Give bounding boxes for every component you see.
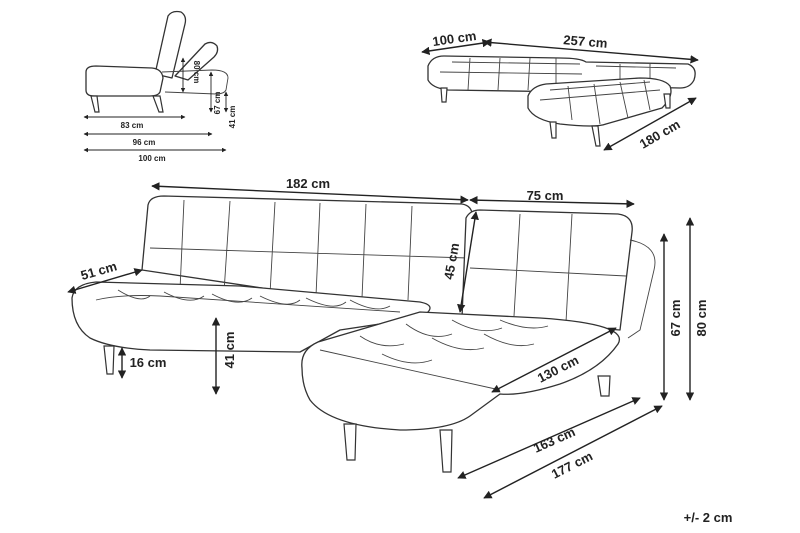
side-view-sofa-drawing xyxy=(85,10,229,113)
main-75-line xyxy=(469,195,635,209)
side-83-label: 83 cm xyxy=(121,121,144,130)
main-75-label: 75 cm xyxy=(527,188,564,203)
side-41-label: 41 cm xyxy=(228,106,237,129)
top-180-line xyxy=(603,97,697,151)
tolerance-note: +/- 2 cm xyxy=(684,510,733,525)
side-100-label: 100 cm xyxy=(138,154,165,163)
main-177-line xyxy=(483,405,663,499)
main-182-label: 182 cm xyxy=(286,176,330,191)
side-80-label: 80 cm xyxy=(192,61,201,84)
main-163-label: 163 cm xyxy=(531,424,577,456)
main-41-label: 41 cm xyxy=(222,332,237,369)
top-100-line xyxy=(421,38,491,56)
top-100-label: 100 cm xyxy=(431,28,477,49)
side-view: 83 cm 96 cm 100 cm 80 cm 67 cm 41 cm xyxy=(83,10,237,163)
top-257-line xyxy=(483,38,699,64)
side-67-label: 67 cm xyxy=(213,92,222,115)
main-80-label: 80 cm xyxy=(694,300,709,337)
top-180-label: 180 cm xyxy=(637,117,683,152)
main-view-sofa-drawing xyxy=(71,195,656,473)
main-45-label: 45 cm xyxy=(441,242,462,281)
main-130-line xyxy=(491,327,617,393)
main-45-line xyxy=(457,211,479,313)
main-51-line xyxy=(67,268,143,294)
main-16-label: 16 cm xyxy=(130,355,167,370)
top-view: 100 cm 257 cm 180 cm xyxy=(421,28,699,152)
main-67-label: 67 cm xyxy=(668,300,683,337)
main-view: 182 cm 75 cm 51 cm 45 cm 16 cm 41 cm 130… xyxy=(67,176,709,499)
top-257-label: 257 cm xyxy=(563,32,608,51)
side-96-label: 96 cm xyxy=(133,138,156,147)
main-182-line xyxy=(151,182,469,204)
